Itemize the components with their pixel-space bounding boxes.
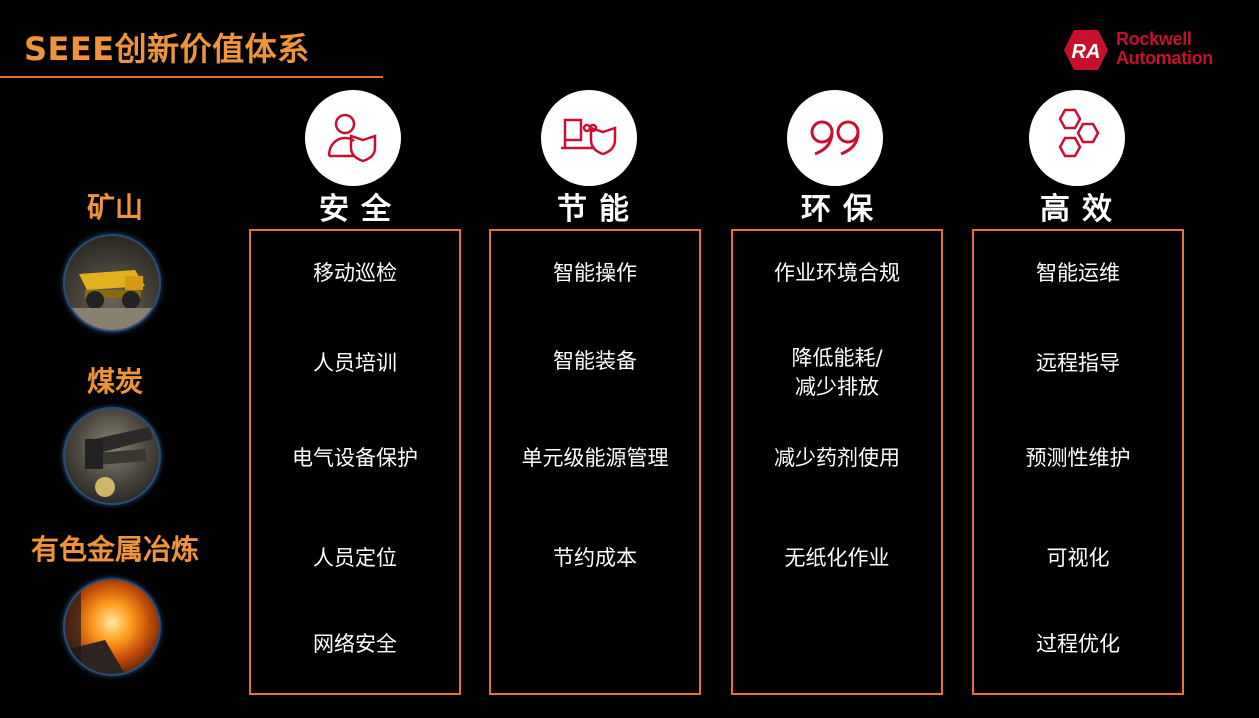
- column-title-environment: 环保: [801, 192, 885, 227]
- list-item: 移动巡检: [313, 261, 397, 285]
- quote-marks-icon: [810, 120, 860, 156]
- energy-box: 智能操作 智能装备 单元级能源管理 节约成本: [489, 229, 701, 695]
- smelting-icon: [63, 578, 161, 676]
- industry-label-smelting: 有色金属冶炼: [30, 533, 199, 566]
- logo-line2: Automation: [1116, 48, 1213, 68]
- mining-truck-icon: [63, 234, 161, 332]
- column-title-safety: 安全: [319, 192, 403, 227]
- list-item: 降低能耗/ 减少排放: [791, 346, 883, 399]
- svg-text:RA: RA: [1072, 41, 1101, 63]
- list-item: 节约成本: [553, 546, 637, 570]
- list-item: 智能装备: [553, 349, 637, 373]
- list-item: 人员培训: [313, 351, 397, 375]
- person-shield-icon: [327, 113, 377, 163]
- efficiency-icon-circle: [1029, 90, 1125, 186]
- list-item: 减少药剂使用: [774, 446, 900, 470]
- page-title: SEEE创新价值体系: [24, 30, 310, 68]
- list-item: 单元级能源管理: [521, 446, 669, 470]
- environment-icon-circle: [787, 90, 883, 186]
- list-item: 智能运维: [1036, 261, 1120, 285]
- logo-line1: Rockwell: [1116, 29, 1192, 49]
- safety-box: 移动巡检 人员培训 电气设备保护 人员定位 网络安全: [249, 229, 461, 695]
- energy-icon-circle: [541, 90, 637, 186]
- rockwell-logo: RA Rockwell Automation: [1062, 28, 1252, 72]
- column-title-efficiency: 高效: [1040, 192, 1124, 227]
- list-item: 智能操作: [553, 261, 637, 285]
- list-item: 远程指导: [1036, 351, 1120, 375]
- list-item: 作业环境合规: [774, 261, 900, 285]
- safety-icon-circle: [305, 90, 401, 186]
- hexagons-icon: [1058, 108, 1100, 158]
- list-item: 预测性维护: [1025, 446, 1131, 470]
- list-item: 可视化: [1046, 546, 1110, 570]
- column-title-energy: 节能: [557, 192, 641, 227]
- list-item: 网络安全: [313, 632, 397, 656]
- environment-box: 作业环境合规 降低能耗/ 减少排放 减少药剂使用 无纸化作业: [731, 229, 943, 695]
- coal-drill-icon: [63, 407, 161, 505]
- ra-logo-mark-icon: RA: [1064, 30, 1108, 70]
- efficiency-box: 智能运维 远程指导 预测性维护 可视化 过程优化: [972, 229, 1184, 695]
- list-item: 人员定位: [313, 546, 397, 570]
- industry-label-coal: 煤炭: [86, 365, 143, 398]
- list-item: 无纸化作业: [784, 546, 890, 570]
- list-item: 电气设备保护: [292, 446, 418, 470]
- title-underline: [0, 76, 383, 78]
- list-item: 过程优化: [1036, 632, 1120, 656]
- device-shield-icon: [561, 118, 617, 156]
- industry-label-mining: 矿山: [86, 191, 143, 224]
